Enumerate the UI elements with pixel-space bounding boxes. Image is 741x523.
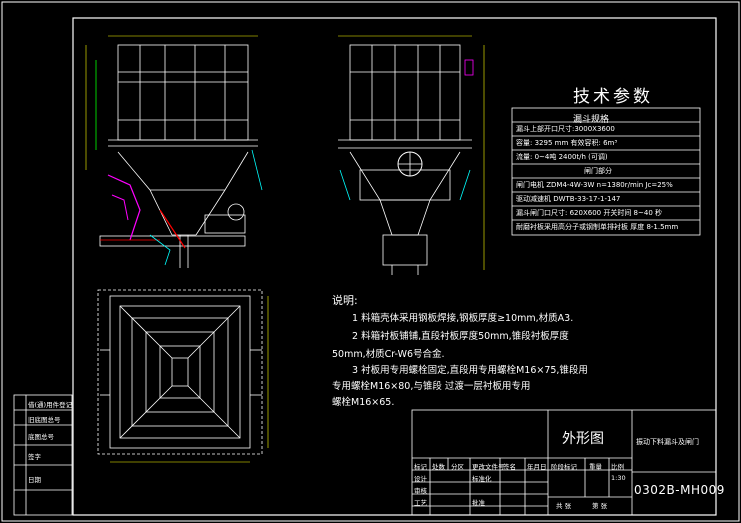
front-view (85, 35, 258, 268)
tb-label: 共 张 (556, 502, 572, 510)
plan-view (97, 289, 269, 463)
side-view-colored-parts (339, 59, 474, 201)
notes-title: 说明: (332, 294, 358, 307)
spec-row: 容量: 3295 mm 有效容积: 6m³ (516, 139, 618, 147)
tb-label: 年月日 (527, 463, 547, 471)
tb-label: 工艺 (414, 499, 427, 507)
side-label: 签字 (28, 453, 41, 461)
side-label: 旧底图总号 (28, 416, 61, 424)
title-block (411, 409, 717, 516)
spec-row: 漏斗上部开口尺寸:3000X3600 (516, 125, 615, 133)
note-line: 3 衬板用专用螺栓固定,直段用专用螺栓M16×75,锥段用 (352, 365, 588, 376)
spec-row: 耐磨衬板采用高分子或钢制单排衬板 厚度 8-1.5mm (516, 223, 679, 231)
spec-subtitle: 漏斗规格 (573, 115, 610, 125)
tb-label: 标准化 (472, 475, 492, 483)
note-line: 螺栓M16×65. (332, 397, 395, 408)
spec-row: 驱动减速机 DWTB-33-17-1-147 (516, 195, 621, 203)
drawing-number: 0302B-MH009 (634, 483, 725, 497)
tb-label: 重量 (589, 463, 602, 471)
spec-row: 闸门部分 (584, 167, 612, 175)
note-line: 1 料箱壳体采用钢板焊接,钢板厚度≥10mm,材质A3. (352, 313, 574, 324)
side-label: 底图总号 (28, 433, 54, 441)
tech-params-title: 技术参数 (573, 87, 653, 107)
inner-border (72, 17, 717, 516)
note-line: 50mm,材质Cr-W6号合金. (332, 349, 445, 360)
spec-row: 漏斗闸门口尺寸: 620X600 开关时间 8~40 秒 (516, 209, 663, 217)
tb-label: 分区 (451, 463, 464, 471)
tb-label: 第 张 (592, 502, 608, 510)
tb-label: 批准 (472, 499, 485, 507)
note-line: 2 料箱衬板铺铺,直段衬板厚度50mm,锥段衬板厚度 (352, 331, 569, 342)
tech-params-table (511, 107, 701, 236)
tb-label: 比例 (611, 463, 624, 471)
spec-row: 流量: 0~4吨 2400t/h (可调) (516, 153, 608, 161)
tb-label: 签名 (503, 463, 516, 471)
side-column (13, 394, 73, 516)
spec-row: 闸门电机 ZDM4-4W-3W n=1380r/min Jc=25% (516, 181, 673, 189)
tb-label: 审核 (414, 487, 427, 495)
scale-value: 1:30 (611, 474, 626, 482)
tb-label: 标记 (414, 463, 427, 471)
note-line: 专用螺栓M16×80,与锥段 过渡一层衬板用专用 (332, 381, 531, 392)
side-view (338, 35, 485, 275)
front-view-colored-parts (95, 60, 263, 266)
tb-label: 更改文件号 (472, 463, 505, 471)
drawing-title: 外形图 (562, 431, 604, 447)
tb-label: 设计 (414, 475, 427, 483)
side-label: 借(通)用件登记 (28, 401, 73, 409)
tb-label: 处数 (432, 463, 445, 471)
side-label: 日期 (28, 476, 41, 484)
drawing-name: 振动下料漏斗及闸门 (636, 438, 699, 446)
tb-label: 阶段标记 (551, 463, 577, 471)
